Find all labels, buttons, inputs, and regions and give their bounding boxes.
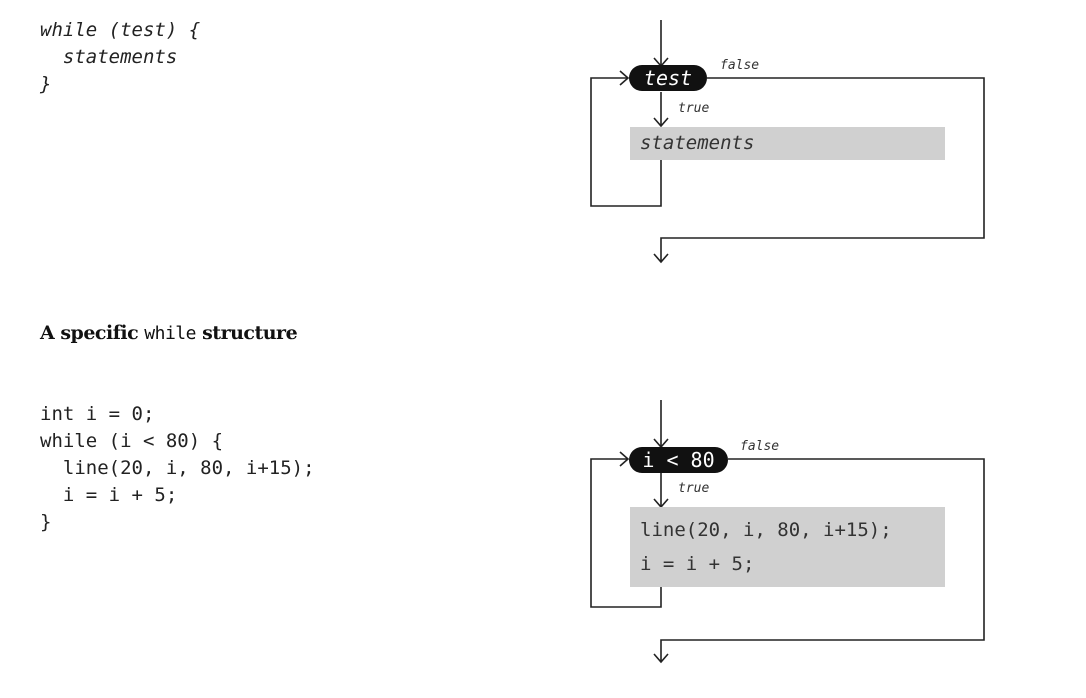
section-heading: A specific while structure	[40, 322, 298, 344]
heading-keyword: while	[144, 323, 196, 344]
general-code: while (test) { statements }	[40, 17, 200, 98]
code-line: }	[40, 511, 52, 533]
entry-arrow	[653, 400, 669, 449]
statement-line: line(20, i, 80, i+15);	[640, 519, 892, 541]
false-label: false	[740, 439, 780, 454]
false-path	[653, 77, 985, 264]
code-line: line(20, i, 80, i+15);	[40, 457, 315, 479]
code-line: while (test) {	[40, 19, 201, 41]
heading-post: structure	[195, 322, 298, 344]
specific-code: int i = 0; while (i < 80) { line(20, i, …	[40, 401, 315, 536]
test-condition: i < 80	[629, 447, 728, 473]
code-line: }	[40, 73, 52, 95]
false-path	[653, 458, 985, 664]
code-line: statements	[40, 46, 178, 68]
heading-pre: A specific	[40, 322, 145, 344]
code-line: while (i < 80) {	[40, 430, 224, 452]
loop-back	[590, 451, 662, 608]
statement-line: i = i + 5;	[640, 553, 755, 575]
false-label: false	[720, 58, 760, 73]
test-condition: test	[629, 65, 707, 91]
statements-box: line(20, i, 80, i+15); i = i + 5;	[630, 507, 945, 587]
code-line: i = i + 5;	[40, 484, 178, 506]
true-label: true	[678, 101, 710, 116]
true-arrow	[653, 473, 669, 509]
loop-back	[590, 70, 662, 207]
statements-box: statements	[630, 127, 945, 160]
true-arrow	[653, 92, 669, 128]
true-label: true	[678, 481, 710, 496]
entry-arrow	[653, 20, 669, 68]
code-line: int i = 0;	[40, 403, 155, 425]
